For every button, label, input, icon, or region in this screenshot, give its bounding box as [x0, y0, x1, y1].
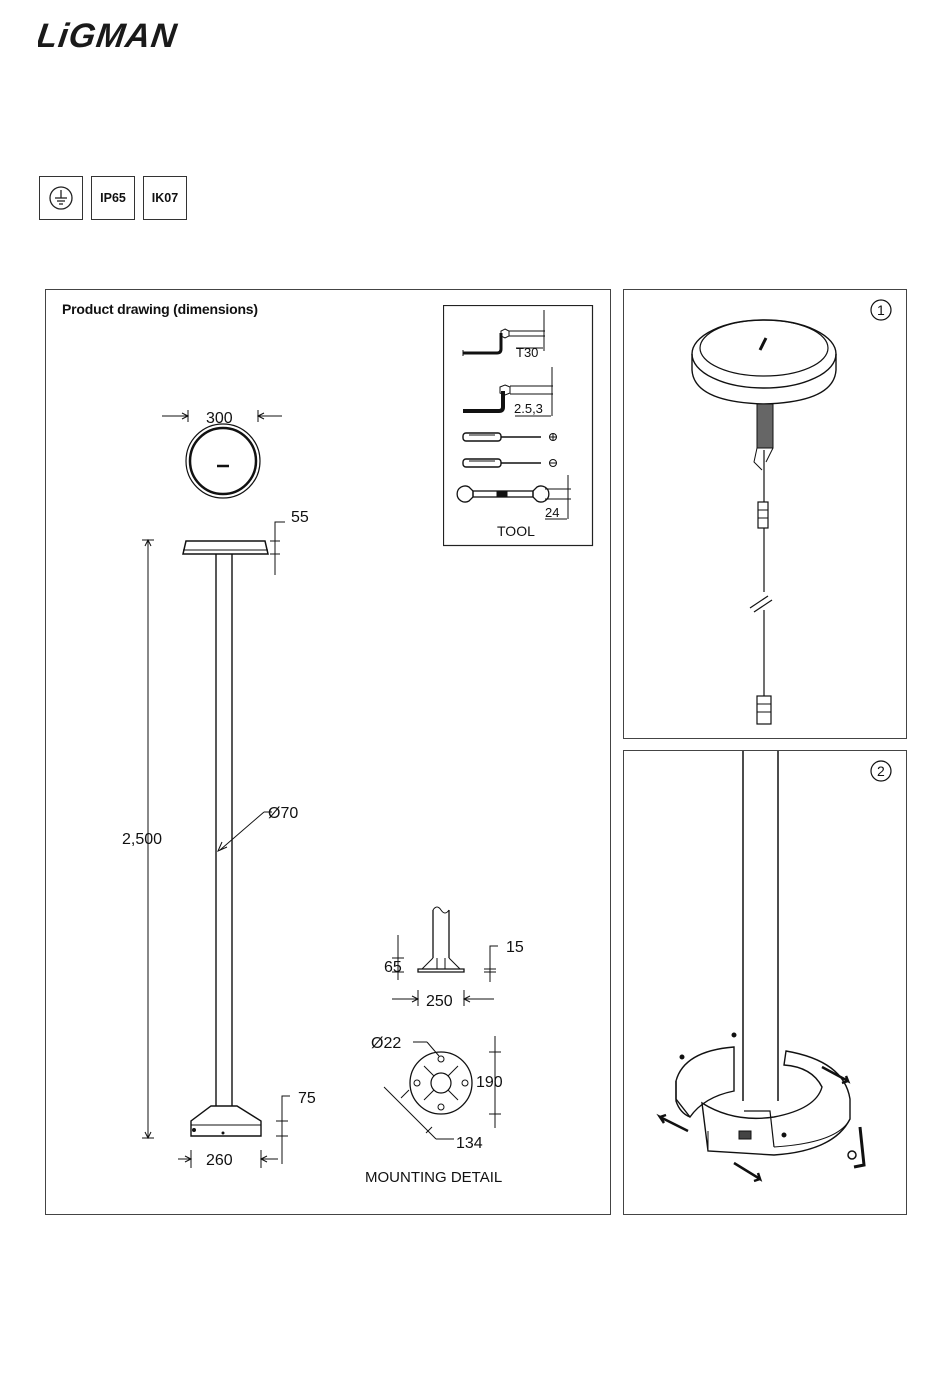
installation-step-1: 1	[623, 289, 907, 739]
tool-size-wrench: 24	[545, 505, 559, 520]
ik-rating-badge: IK07	[143, 176, 187, 220]
product-drawing-panel: Product drawing (dimensions)	[45, 289, 611, 1215]
dim-pole-diameter: Ø70	[268, 805, 298, 822]
step-1-illustration: 1	[624, 290, 908, 740]
lamp-top-view	[186, 424, 260, 498]
tool-box: T30 2.5,3 24 TOOL	[443, 305, 594, 547]
tool-size-torx: T30	[516, 345, 538, 360]
step-2-illustration: 2	[624, 751, 908, 1216]
lamp-pole	[216, 554, 232, 1106]
dim-base-width: 260	[206, 1152, 233, 1169]
step-number: 1	[877, 302, 885, 318]
dim-hole-spacing-diag: 134	[456, 1135, 483, 1152]
lamp-head-side	[183, 541, 268, 554]
dim-head-diameter: 300	[206, 410, 233, 427]
base-cover-parts	[676, 1047, 850, 1155]
dim-hole-diameter: Ø22	[371, 1035, 401, 1052]
earth-ground-badge	[39, 176, 83, 220]
hex-key-tool	[848, 1127, 864, 1167]
step-number: 2	[877, 763, 885, 779]
lamp-head-bottom	[692, 320, 836, 404]
ip-rating-badge: IP65	[91, 176, 135, 220]
brand-logo: LiGMAN	[38, 14, 228, 54]
dim-plate-thickness: 15	[506, 939, 524, 956]
connector-cable	[750, 404, 773, 724]
tool-size-hex: 2.5,3	[514, 401, 543, 416]
lamp-base	[191, 1106, 261, 1136]
dim-total-height: 2,500	[122, 831, 162, 848]
dim-diameter-leader	[218, 812, 272, 851]
mounting-plate-top-view	[410, 1052, 472, 1114]
pole-install	[743, 751, 778, 1101]
installation-step-2: 2	[623, 750, 907, 1215]
earth-ground-icon	[47, 184, 75, 212]
dim-hole-spacing-v: 190	[476, 1074, 503, 1091]
dim-head-height: 55	[291, 509, 309, 526]
brand-logo-text: LiGMAN	[38, 17, 180, 54]
mounting-detail-label: MOUNTING DETAIL	[365, 1169, 502, 1186]
dim-55-lines	[270, 522, 285, 575]
dim-flange-height: 65	[384, 959, 402, 976]
dim-plate-width: 250	[426, 993, 453, 1010]
mounting-side-view	[418, 907, 464, 972]
dim-75-lines	[276, 1096, 290, 1164]
certification-badges: IP65 IK07	[39, 176, 187, 220]
dim-134-lines	[384, 1087, 454, 1139]
dim-base-height: 75	[298, 1090, 316, 1107]
tool-label: TOOL	[497, 523, 535, 539]
dim-hole-leader	[413, 1042, 439, 1056]
dim-15-lines	[484, 946, 498, 982]
screw-icons	[680, 1033, 786, 1137]
